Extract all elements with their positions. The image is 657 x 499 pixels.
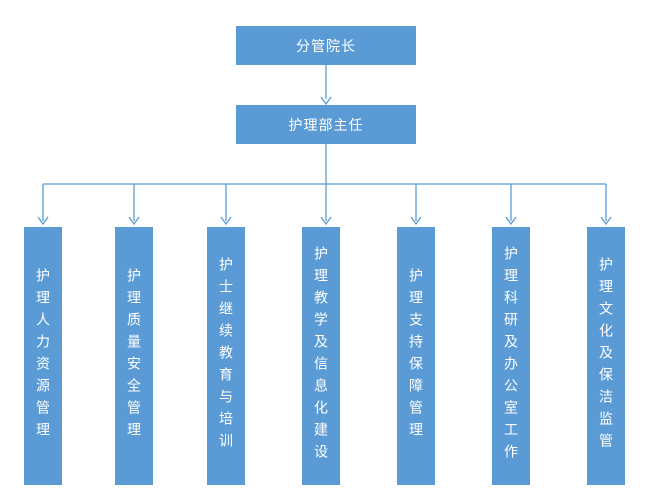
org-node-dept-education-training: 护士继续教育与培训 <box>207 227 245 485</box>
org-node-dept-label: 护理教学及信息化建设 <box>313 246 329 466</box>
arrowhead-dept-4 <box>320 216 332 226</box>
org-node-dept-label: 护理支持保障管理 <box>408 268 424 444</box>
org-node-dept-label: 护理人力资源管理 <box>35 268 51 444</box>
org-node-dept-culture-cleaning: 护理文化及保洁监管 <box>587 227 625 485</box>
arrowhead-dept-2 <box>128 216 140 226</box>
arrowhead-dept-5 <box>410 216 422 226</box>
arrowhead-dept-6 <box>505 216 517 226</box>
org-node-dept-support-security: 护理支持保障管理 <box>397 227 435 485</box>
org-node-dept-label: 护理科研及办公室工作 <box>503 246 519 466</box>
org-node-dept-quality-safety: 护理质量安全管理 <box>115 227 153 485</box>
arrowhead-dept-1 <box>37 216 49 226</box>
org-node-dept-label: 护士继续教育与培训 <box>218 257 234 455</box>
arrowhead-manager <box>320 96 332 106</box>
org-node-dept-label: 护理质量安全管理 <box>126 268 142 444</box>
arrowhead-dept-3 <box>220 216 232 226</box>
org-node-root-label: 分管院长 <box>296 37 356 54</box>
org-node-manager: 护理部主任 <box>236 105 416 144</box>
org-node-root: 分管院长 <box>236 26 416 65</box>
arrowhead-dept-7 <box>600 216 612 226</box>
org-node-dept-hr: 护理人力资源管理 <box>24 227 62 485</box>
org-node-dept-teaching-informatization: 护理教学及信息化建设 <box>302 227 340 485</box>
org-node-dept-research-office: 护理科研及办公室工作 <box>492 227 530 485</box>
org-node-manager-label: 护理部主任 <box>288 116 364 133</box>
org-node-dept-label: 护理文化及保洁监管 <box>598 257 614 455</box>
